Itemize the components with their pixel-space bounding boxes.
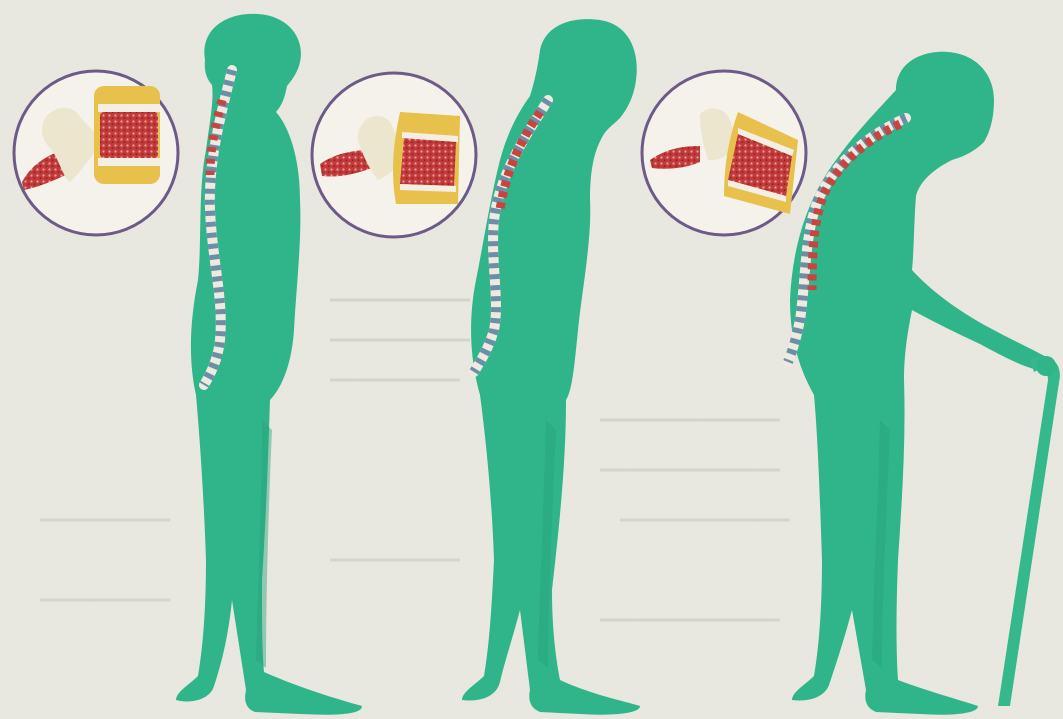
inset-healthy bbox=[14, 71, 178, 235]
inset-severe bbox=[642, 71, 806, 235]
hand-on-cane bbox=[1036, 356, 1056, 376]
inset-middle bbox=[312, 73, 476, 237]
